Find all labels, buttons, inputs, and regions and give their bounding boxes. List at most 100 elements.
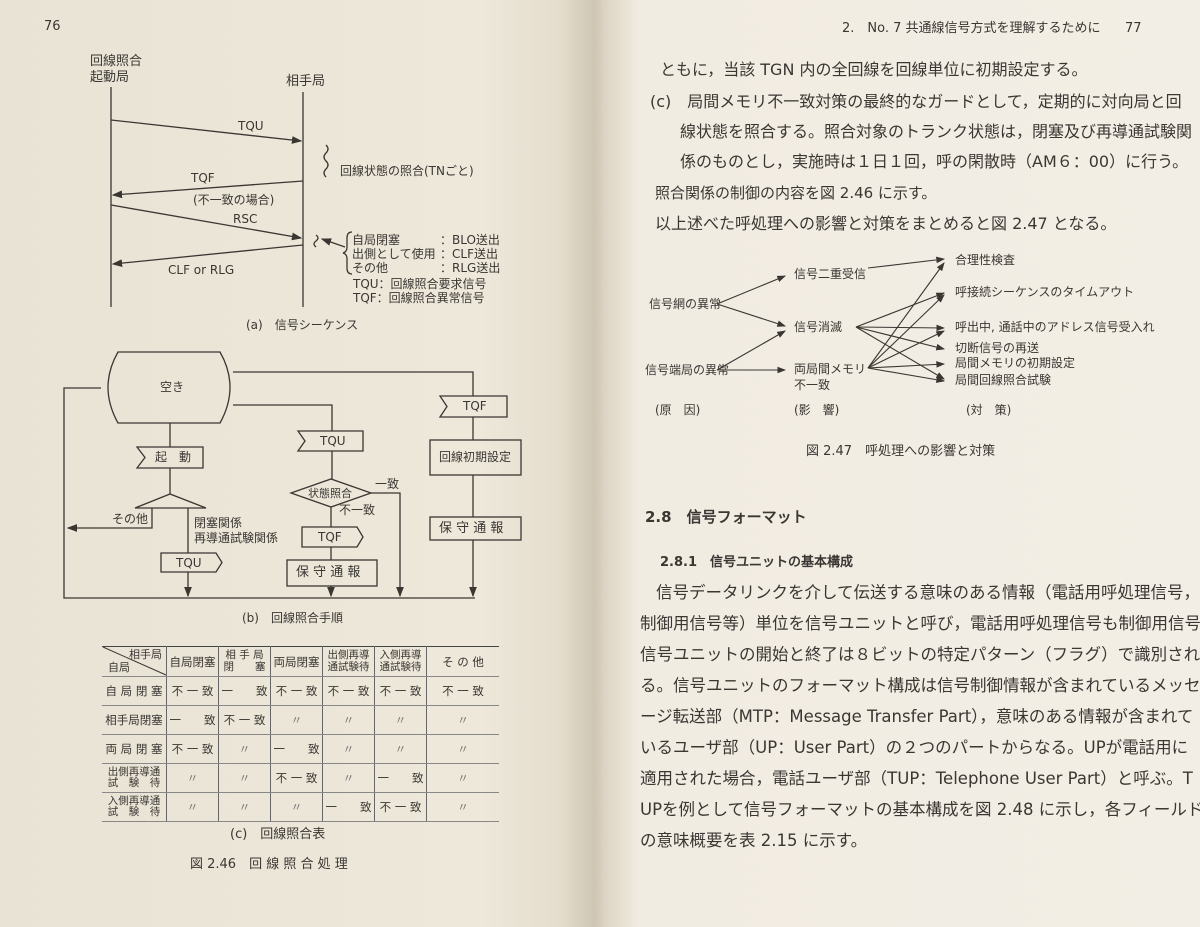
squiggle-icon — [313, 234, 319, 248]
arrow-rsc — [110, 204, 303, 241]
table-cell: 不 一 致 — [270, 676, 323, 706]
effects-diagram — [716, 256, 946, 383]
tqf-in-label: TQF — [463, 399, 487, 413]
table-cell: 不 一 致 — [322, 676, 375, 706]
table-row: 両 局 閉 塞 不 一 致 〃 一 致 〃 〃 〃 — [102, 734, 499, 764]
table-caption: (c) 回線照合表 — [230, 827, 326, 842]
column-label-effect: (影 響) — [794, 403, 840, 417]
pointer-arrow — [320, 238, 346, 248]
table-row: 出側再導通 試 験 待 〃 〃 不 一 致 〃 一 致 〃 — [102, 763, 499, 793]
page-number-right: 77 — [1125, 21, 1142, 36]
table-cell: 〃 — [426, 792, 499, 822]
table-cell: 不 一 致 — [426, 676, 499, 706]
branch-triangle — [134, 493, 207, 509]
state-check-label: 状態照合 — [308, 487, 352, 500]
table-cell: 〃 — [270, 792, 323, 822]
row-label: 両 局 閉 塞 — [102, 734, 167, 764]
table-cell: 〃 — [322, 734, 375, 764]
tqf-out-label: TQF — [318, 530, 342, 544]
table-cell: 不 一 致 — [218, 705, 271, 735]
corner-top-label: 相手局 — [129, 648, 162, 661]
body-line: 制御用信号等）単位を信号ユニットと呼び，電話用呼処理信号も制御用信号も， — [640, 614, 1200, 633]
body-line: る。信号ユニットのフォーマット構成は信号制御情報が含まれているメッセ — [640, 676, 1200, 695]
section-title: 2.8 信号フォーマット — [645, 508, 807, 526]
maintenance-label: 保 守 通 報 — [439, 521, 504, 536]
table-cell: 〃 — [166, 792, 219, 822]
body-line: 信号ユニットの開始と終了は８ビットの特定パターン（フラグ）で識別され — [640, 645, 1200, 664]
table-cell: 〃 — [270, 705, 323, 735]
row-label: 自 局 閉 塞 — [102, 676, 167, 706]
cause-label: 信号端局の異常 — [645, 363, 730, 377]
other-label: その他 — [112, 512, 149, 526]
table-corner: 相手局 自局 — [102, 646, 167, 677]
table-cell: 〃 — [218, 734, 271, 764]
idle-terminal — [107, 351, 231, 424]
table-cell: 不 一 致 — [270, 763, 323, 793]
fig-a-caption: (a) 信号シーケンス — [246, 318, 359, 332]
sequence-diagram — [110, 87, 353, 307]
corner-bottom-label: 自局 — [108, 661, 130, 674]
body-line: UPを例として信号フォーマットの基本構成を図 2.48 に示し，各フィールド — [640, 800, 1200, 819]
mismatch-label: 不一致 — [339, 503, 376, 517]
table-cell: 一 致 — [270, 734, 323, 764]
abbr-tqu: TQU：回線照合要求信号 — [353, 277, 487, 291]
legend-action: ：RLG送出 — [440, 261, 501, 275]
table-cell: 〃 — [426, 763, 499, 793]
table-cell: 一 致 — [374, 763, 427, 793]
originating-label: 回線照合 — [90, 54, 143, 69]
column-label-measure: (対 策) — [966, 403, 1012, 417]
msg-tqf-label: TQF — [191, 171, 215, 185]
body-line: 適用された場合，電話ユーザ部（TUP：Telephone User Part）と… — [640, 769, 1193, 788]
brace-icon — [342, 231, 353, 275]
intro-line: ともに，当該 TGN 内の全回線を回線単位に初期設定する。 — [660, 60, 1088, 79]
remote-label: 相手局 — [286, 74, 326, 89]
arrow-clf-rlg — [111, 244, 304, 267]
fig-b-caption: (b) 回線照合手順 — [242, 611, 343, 625]
table-cell: 不 一 致 — [166, 734, 219, 764]
table-cell: 一 致 — [166, 705, 219, 735]
body-line: いるユーザ部（UP：User Part）の２つのパートからなる。UPが電話用に — [640, 738, 1189, 757]
branch-label: 閉塞関係 — [194, 516, 243, 530]
msg-clf-rlg-label: CLF or RLG — [168, 263, 235, 277]
start-label: 起 動 — [155, 450, 192, 464]
body-line: ージ転送部（MTP：Message Transfer Part），意味のある情報… — [640, 707, 1194, 726]
table-cell: 〃 — [374, 734, 427, 764]
measure-label: 切断信号の再送 — [955, 341, 1040, 355]
table-cell: 一 致 — [322, 792, 375, 822]
tqu-output-shape — [160, 552, 223, 573]
measure-label: 局間回線照合試験 — [955, 373, 1052, 387]
branch-label: 再導通試験関係 — [194, 531, 279, 545]
effect-label: 信号二重受信 — [794, 267, 867, 281]
table-cell: 〃 — [218, 792, 271, 822]
match-label: 一致 — [375, 477, 400, 491]
tqf-output-shape — [301, 526, 364, 548]
row-label: 入側再導通 試 験 待 — [102, 792, 167, 822]
intro-line: 係のものとし，実施時は１日１回，呼の閑散時（AM６：00）に行う。 — [680, 152, 1189, 171]
column-header: 入側再導 通試験待 — [374, 646, 427, 677]
body-line: 信号データリンクを介して伝送する意味のある情報（電話用呼処理信号， — [656, 583, 1200, 602]
table-cell: 一 致 — [218, 676, 271, 706]
measure-label: 呼接続シーケンスのタイムアウト — [955, 285, 1135, 299]
effect-label: 不一致 — [794, 378, 831, 392]
body-line: の意味概要を表 2.15 に示す。 — [640, 831, 868, 850]
figure-caption-247: 図 2.47 呼処理への影響と対策 — [806, 444, 996, 459]
legend-action: ：CLF送出 — [440, 247, 498, 261]
legend-action: ：BLO送出 — [440, 233, 500, 247]
flowchart — [63, 351, 522, 599]
running-head: 2. No. 7 共通線信号方式を理解するために — [842, 21, 1101, 36]
init-box — [429, 439, 522, 476]
tqu-in-label: TQU — [320, 434, 346, 448]
table-cell: 〃 — [322, 763, 375, 793]
measure-label: 呼出中, 通話中のアドレス信号受入れ — [955, 320, 1155, 334]
abbr-tqf: TQF：回線照合異常信号 — [353, 291, 485, 305]
maintenance-label: 保 守 通 報 — [296, 565, 361, 580]
intro-line: 以上述べた呼処理への影響と対策をまとめると図 2.47 となる。 — [655, 214, 1117, 233]
tqu-input-shape — [296, 430, 364, 452]
row-label: 相手局閉塞 — [102, 705, 167, 735]
column-header: 相 手 局 閉 塞 — [218, 646, 271, 677]
measure-label: 合理性検査 — [955, 253, 1016, 267]
effect-label: 両局間メモリ — [794, 362, 867, 376]
intro-line: 照合関係の制御の内容を図 2.46 に示す。 — [655, 184, 937, 202]
table-row: 自 局 閉 塞 不 一 致 一 致 不 一 致 不 一 致 不 一 致 不 一 … — [102, 676, 499, 706]
